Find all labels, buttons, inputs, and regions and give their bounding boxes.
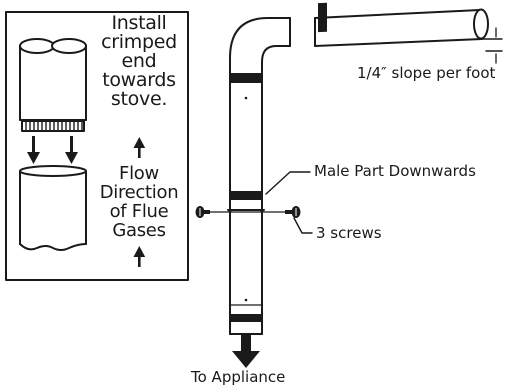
elbow-fitting: [229, 17, 291, 79]
appliance-arrow-shaft: [241, 334, 251, 352]
male-part-band: [230, 191, 262, 200]
slope-label: 1/4″ slope per foot: [357, 64, 496, 82]
appliance-arrow-head: [232, 351, 260, 368]
screws-leader: [293, 217, 313, 234]
male-part-label: Male Part Downwards: [314, 162, 476, 180]
install-line-5: stove.: [110, 88, 168, 110]
flow-line-4: Gases: [112, 220, 166, 241]
flow-direction-label: Flow Direction of Flue Gases: [94, 164, 184, 240]
install-line-1: Install: [111, 12, 167, 34]
slope-indicator: [481, 27, 503, 64]
flow-arrow-top-shaft: [138, 146, 141, 158]
flow-arrow-top-head: [133, 137, 146, 148]
inset-lower-pipe: [19, 165, 87, 251]
inset-panel-frame: [5, 11, 189, 281]
inset-down-arrow-right: [70, 136, 73, 154]
horizontal-pipe-band: [318, 2, 327, 33]
flow-arrow-bottom-head: [133, 246, 146, 257]
elbow-band: [230, 73, 262, 83]
screw-right: [285, 206, 301, 218]
vertical-pipe: [227, 77, 265, 335]
inset-down-arrow-right-head: [65, 152, 78, 164]
to-appliance-label: To Appliance: [191, 368, 286, 386]
flow-line-3: of Flue: [109, 201, 169, 222]
inset-down-arrow-left: [32, 136, 35, 154]
inset-upper-pipe: [19, 38, 87, 132]
install-line-4: towards: [102, 69, 176, 91]
male-part-leader: [265, 171, 311, 195]
flow-arrow-bottom-shaft: [138, 255, 141, 267]
flow-line-1: Flow: [119, 163, 159, 184]
install-line-3: end: [121, 50, 157, 72]
inset-down-arrow-left-head: [27, 152, 40, 164]
screw-left: [195, 206, 210, 218]
install-line-2: crimped: [101, 31, 177, 53]
install-instruction: Install crimped end towards stove.: [94, 14, 184, 109]
flow-line-2: Direction: [99, 182, 179, 203]
screws-label: 3 screws: [316, 224, 382, 242]
horizontal-pipe: [314, 8, 489, 47]
bottom-band: [230, 314, 262, 322]
